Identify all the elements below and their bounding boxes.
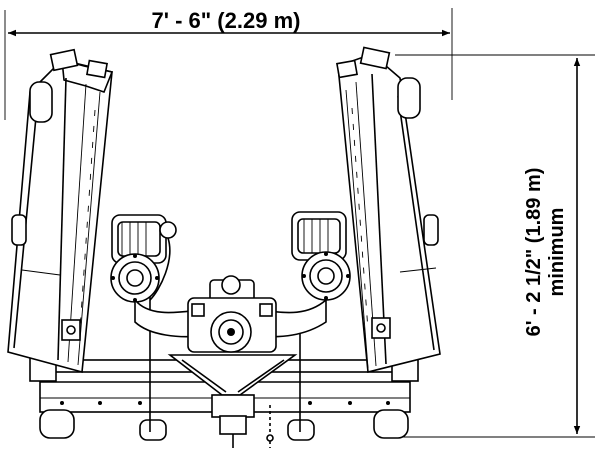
width-dimension: 7' - 6" (2.29 m) [4,8,453,120]
height-dimension-label: 6' - 2 1/2" (1.89 m) [523,168,545,337]
width-label-bg [112,8,342,32]
right-deck-roller-top [397,77,421,119]
right-gearbox [291,211,351,301]
right-wing-deck [299,46,441,432]
left-hydraulic-fitting [159,221,177,239]
hitch-coupler [211,394,255,418]
height-dimension-qualifier: minimum [546,208,568,297]
width-dimension-label: 7' - 6" (2.29 m) [152,8,301,33]
left-deck-roller-top [29,81,53,123]
wheel-left-outer [39,409,75,439]
center-drive [134,275,327,448]
mower-drawing [7,46,441,448]
caster-wheels [39,409,409,441]
wheel-left-inner [139,419,167,441]
height-dimension: 6' - 2 1/2" (1.89 m) minimum [395,54,595,438]
wheel-right-outer [373,409,409,439]
left-gearbox [110,214,177,303]
wheel-right-inner [287,419,315,441]
